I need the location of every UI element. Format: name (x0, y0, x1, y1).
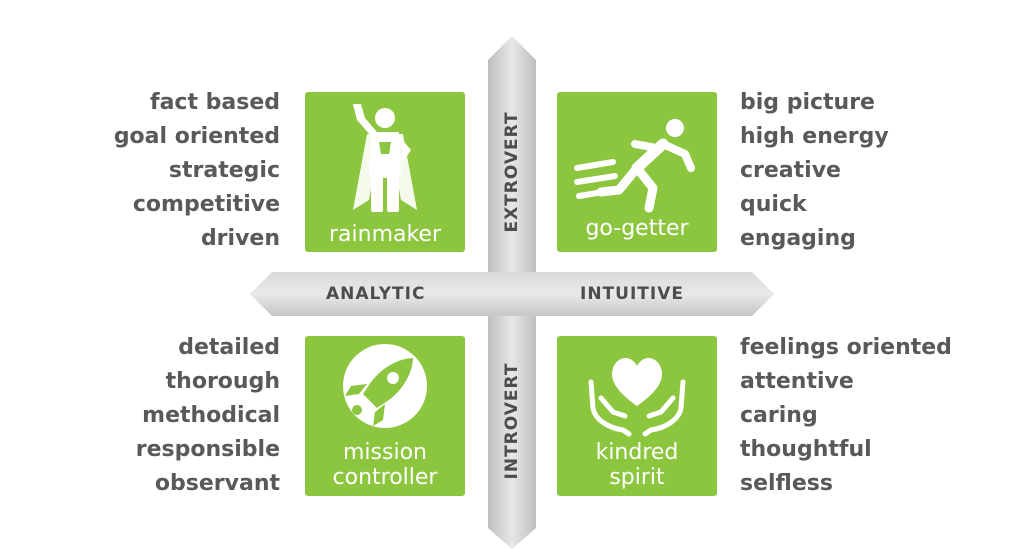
trait-item: quick (740, 192, 807, 217)
heart-hands-icon (588, 357, 686, 437)
tile-kindred-spirit: kindred spirit (557, 336, 717, 496)
horizontal-axis-arrow (250, 272, 774, 316)
trait-item: attentive (740, 369, 854, 394)
tile-label-go-getter: go-getter (585, 216, 689, 241)
trait-item: goal oriented (113, 124, 280, 149)
axis-label-extrovert: EXTROVERT (502, 111, 522, 233)
trait-item: methodical (142, 403, 280, 428)
trait-item: driven (200, 226, 280, 251)
traits-go-getter: big picture high energy creative quick e… (740, 86, 889, 256)
axis-label-analytic: ANALYTIC (326, 284, 426, 304)
trait-item: creative (740, 158, 841, 183)
tile-label-mission: mission (343, 440, 427, 465)
tile-label-controller: controller (332, 465, 438, 490)
trait-item: responsible (135, 437, 280, 462)
trait-item: engaging (740, 226, 856, 251)
trait-item: competitive (132, 192, 280, 217)
axis-label-intuitive: INTUITIVE (580, 284, 684, 304)
tile-rainmaker: rainmaker (305, 92, 465, 252)
trait-item: thorough (165, 369, 280, 394)
traits-kindred-spirit: feelings oriented attentive caring thoug… (740, 331, 952, 501)
trait-item: strategic (168, 158, 280, 183)
rocket-icon (340, 344, 427, 428)
running-person-icon (574, 119, 695, 213)
tile-label-spirit: spirit (609, 465, 665, 490)
traits-mission-controller: detailed thorough methodical responsible… (136, 331, 280, 501)
trait-item: thoughtful (740, 437, 872, 462)
trait-item: big picture (740, 90, 875, 115)
trait-item: high energy (740, 124, 889, 149)
trait-item: observant (154, 471, 280, 496)
traits-rainmaker: fact based goal oriented strategic compe… (114, 86, 280, 256)
trait-item: feelings oriented (740, 335, 952, 360)
tile-go-getter: go-getter (557, 92, 717, 252)
trait-item: detailed (178, 335, 280, 360)
trait-item: fact based (150, 90, 280, 115)
trait-item: selfless (740, 471, 833, 496)
axis-label-introvert: INTROVERT (502, 362, 522, 480)
superhero-icon (353, 104, 417, 212)
tile-label-rainmaker: rainmaker (328, 222, 442, 247)
tile-label-kindred: kindred (595, 440, 679, 465)
trait-item: caring (740, 403, 818, 428)
tile-mission-controller: mission controller (305, 336, 465, 496)
